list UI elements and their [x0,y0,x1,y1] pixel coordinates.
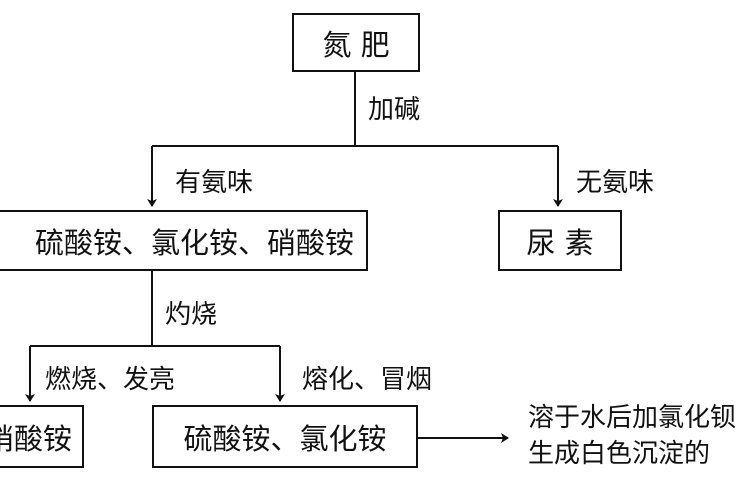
edge-label-melts-smokes: 熔化、冒烟 [302,365,433,395]
node-sulfate-chloride-nitrate: 硫酸铵、氯化铵、硝酸铵 [0,210,368,271]
result-note-line-2: 生成白色沉淀的 [528,439,711,469]
edge-label-add-alkali: 加碱 [368,95,421,125]
node-ammonium-nitrate: 硝酸铵 [0,405,84,468]
edge-label-ammonia-smell: 有氨味 [175,168,254,198]
result-note: 溶于水后加氯化钡 生成白色沉淀的 [528,400,736,472]
edge-label-burning: 灼烧 [165,300,218,330]
node-urea: 尿 素 [498,210,622,271]
edge-label-no-ammonia-smell: 无氨味 [576,168,655,198]
node-sulfate-chloride: 硫酸铵、氯化铵 [152,405,418,468]
edge-label-burns-glows: 燃烧、发亮 [45,365,176,395]
result-note-line-1: 溶于水后加氯化钡 [528,403,737,433]
node-nitrogen-fertilizer: 氮 肥 [292,13,420,72]
